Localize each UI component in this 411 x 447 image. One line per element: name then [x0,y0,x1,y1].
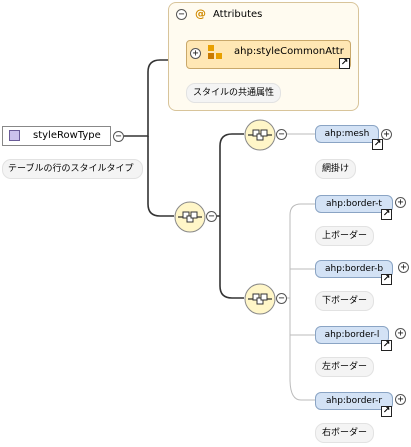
element-doc: 網掛け [315,159,357,179]
element-node[interactable]: ahp:border-b [315,260,393,278]
minus-icon[interactable]: − [276,129,287,140]
at-icon: @ [195,7,206,20]
element-node[interactable]: ahp:border-l [315,326,389,344]
minus-icon[interactable]: − [176,9,187,20]
minus-icon[interactable]: − [206,211,217,222]
plus-icon[interactable]: + [381,129,392,140]
connector-sequence-branch [216,133,244,299]
attributes-title: Attributes [213,9,263,20]
root-type-name: styleRowType [33,130,101,141]
arrow-link-icon[interactable]: ↗ [381,274,392,285]
arrow-link-icon[interactable]: ↗ [381,340,392,351]
arrow-link-icon[interactable]: ↗ [381,406,392,417]
element-node[interactable]: ahp:mesh [315,125,379,143]
sequence-icon[interactable] [244,119,276,151]
element-node[interactable]: ahp:border-t [315,195,393,213]
plus-icon[interactable]: + [395,394,406,405]
element-doc: 左ボーダー [315,357,375,377]
connector-root-to-sequence [147,136,174,217]
minus-icon[interactable]: − [276,293,287,304]
square-icon [9,130,20,141]
arrow-link-icon[interactable]: ↗ [339,58,350,69]
attribute-group-name: ahp:styleCommonAttr [234,46,344,57]
arrow-link-icon[interactable]: ↗ [372,139,383,150]
connector-to-borders [287,203,315,401]
minus-icon[interactable]: − [113,131,124,142]
element-doc: 右ボーダー [315,423,375,443]
element-doc: 上ボーダー [315,226,375,246]
connector-root-to-attributes [124,59,168,137]
element-doc: 下ボーダー [315,291,375,311]
attribute-group-doc: スタイルの共通属性 [186,83,282,103]
element-node[interactable]: ahp:border-r [315,392,393,410]
plus-icon[interactable]: + [395,197,406,208]
sequence-icon[interactable] [244,283,276,315]
root-type-node[interactable] [2,126,111,146]
plus-icon[interactable]: + [398,262,409,273]
plus-icon[interactable]: + [190,48,201,59]
grid-icon [208,45,222,59]
plus-icon[interactable]: + [395,328,406,339]
arrow-link-icon[interactable]: ↗ [381,209,392,220]
root-type-doc: テーブルの行のスタイルタイプ [2,159,143,179]
sequence-icon[interactable] [174,201,206,233]
